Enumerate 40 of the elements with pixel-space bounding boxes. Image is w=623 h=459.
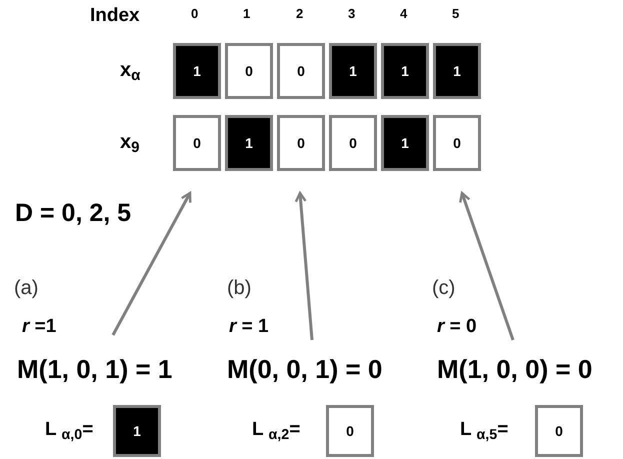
bit-cell: 1 bbox=[433, 43, 481, 99]
r-value: r = 0 bbox=[437, 315, 477, 339]
index-number: 3 bbox=[348, 6, 356, 22]
set-definition: D = 0, 2, 5 bbox=[15, 198, 132, 229]
bit-cell: 1 bbox=[381, 43, 429, 99]
variable-label: x$_{α}$ bbox=[120, 58, 140, 83]
r-value: r =1 bbox=[22, 315, 56, 339]
equation: M(1, 0, 1) = 1 bbox=[17, 353, 172, 386]
bit-cell: 1 bbox=[173, 43, 221, 99]
index-number: 1 bbox=[243, 6, 250, 22]
equation: M(1, 0, 0) = 0 bbox=[437, 353, 592, 386]
bit-cell: 0 bbox=[535, 405, 583, 457]
index-number: 0 bbox=[191, 6, 198, 22]
arrow bbox=[294, 192, 314, 340]
arrow bbox=[459, 192, 514, 340]
index-number: 2 bbox=[296, 6, 304, 22]
bit-cell: 1 bbox=[329, 43, 377, 99]
bit-cell: 1 bbox=[225, 115, 273, 171]
bit-cell: 0 bbox=[326, 405, 374, 457]
variable-label: x$_{9}$ bbox=[120, 130, 140, 155]
panel-label: (a) bbox=[14, 276, 38, 301]
row-heading: Index bbox=[90, 4, 140, 28]
panel-label: (c) bbox=[432, 276, 456, 301]
panel-label: (b) bbox=[227, 276, 252, 301]
bit-cell: 1 bbox=[113, 405, 161, 457]
bit-cell: 0 bbox=[329, 115, 377, 171]
bit-cell: 0 bbox=[173, 115, 221, 171]
arrow bbox=[112, 192, 192, 336]
result-label: L $_{α,0}$= bbox=[45, 418, 94, 442]
r-value: r = 1 bbox=[229, 315, 269, 339]
index-number: 5 bbox=[452, 6, 460, 22]
bit-cell: 0 bbox=[277, 115, 325, 171]
index-number: 4 bbox=[400, 6, 408, 22]
bit-cell: 0 bbox=[433, 115, 481, 171]
result-label: L $_{α,5}$= bbox=[460, 418, 508, 442]
bit-cell: 0 bbox=[277, 43, 325, 99]
equation: M(0, 0, 1) = 0 bbox=[227, 353, 382, 386]
bit-cell: 0 bbox=[225, 43, 273, 99]
result-label: L $_{α,2}$= bbox=[252, 418, 300, 442]
bit-cell: 1 bbox=[381, 115, 429, 171]
